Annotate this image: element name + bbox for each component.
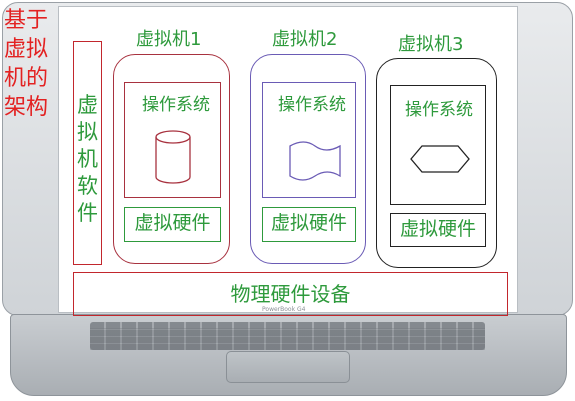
page-title: 基于虚拟机的架构 [4,8,49,120]
vm-software-label: 虚拟机软件 [77,93,98,225]
vm2-os-box [262,82,356,198]
vm3-hardware-label: 虚拟硬件 [399,218,476,240]
keyboard [90,322,485,350]
physical-hardware-label: 物理硬件设备 [230,282,351,306]
wave-flag-icon [289,141,341,181]
vm2-hardware-box: 虚拟硬件 [262,207,356,242]
vm3-label: 虚拟机3 [398,34,464,55]
vm1-label: 虚拟机1 [136,29,202,50]
hexagon-icon [410,145,470,173]
cylinder-icon [155,130,191,184]
vm3-hardware-box: 虚拟硬件 [390,213,486,247]
vm3-os-label: 操作系统 [405,100,473,120]
vm2-hardware-label: 虚拟硬件 [270,212,347,234]
vm3-os-box [390,85,486,205]
vm2-os-label: 操作系统 [278,95,346,115]
brand-label: PowerBook G4 [262,306,306,313]
vm1-box [113,54,230,264]
vm3-box [376,58,497,268]
vm1-hardware-label: 虚拟硬件 [134,212,211,234]
vm1-hardware-box: 虚拟硬件 [124,207,221,242]
physical-hardware-box: 物理硬件设备 [73,272,508,316]
keyboard-rows [90,328,485,350]
trackpad [226,351,350,383]
vm-software-box: 虚拟机软件 [73,41,102,265]
vm2-box [250,54,366,264]
vm1-os-box [124,82,221,198]
vm2-label: 虚拟机2 [272,29,338,50]
vm1-os-label: 操作系统 [142,95,210,115]
